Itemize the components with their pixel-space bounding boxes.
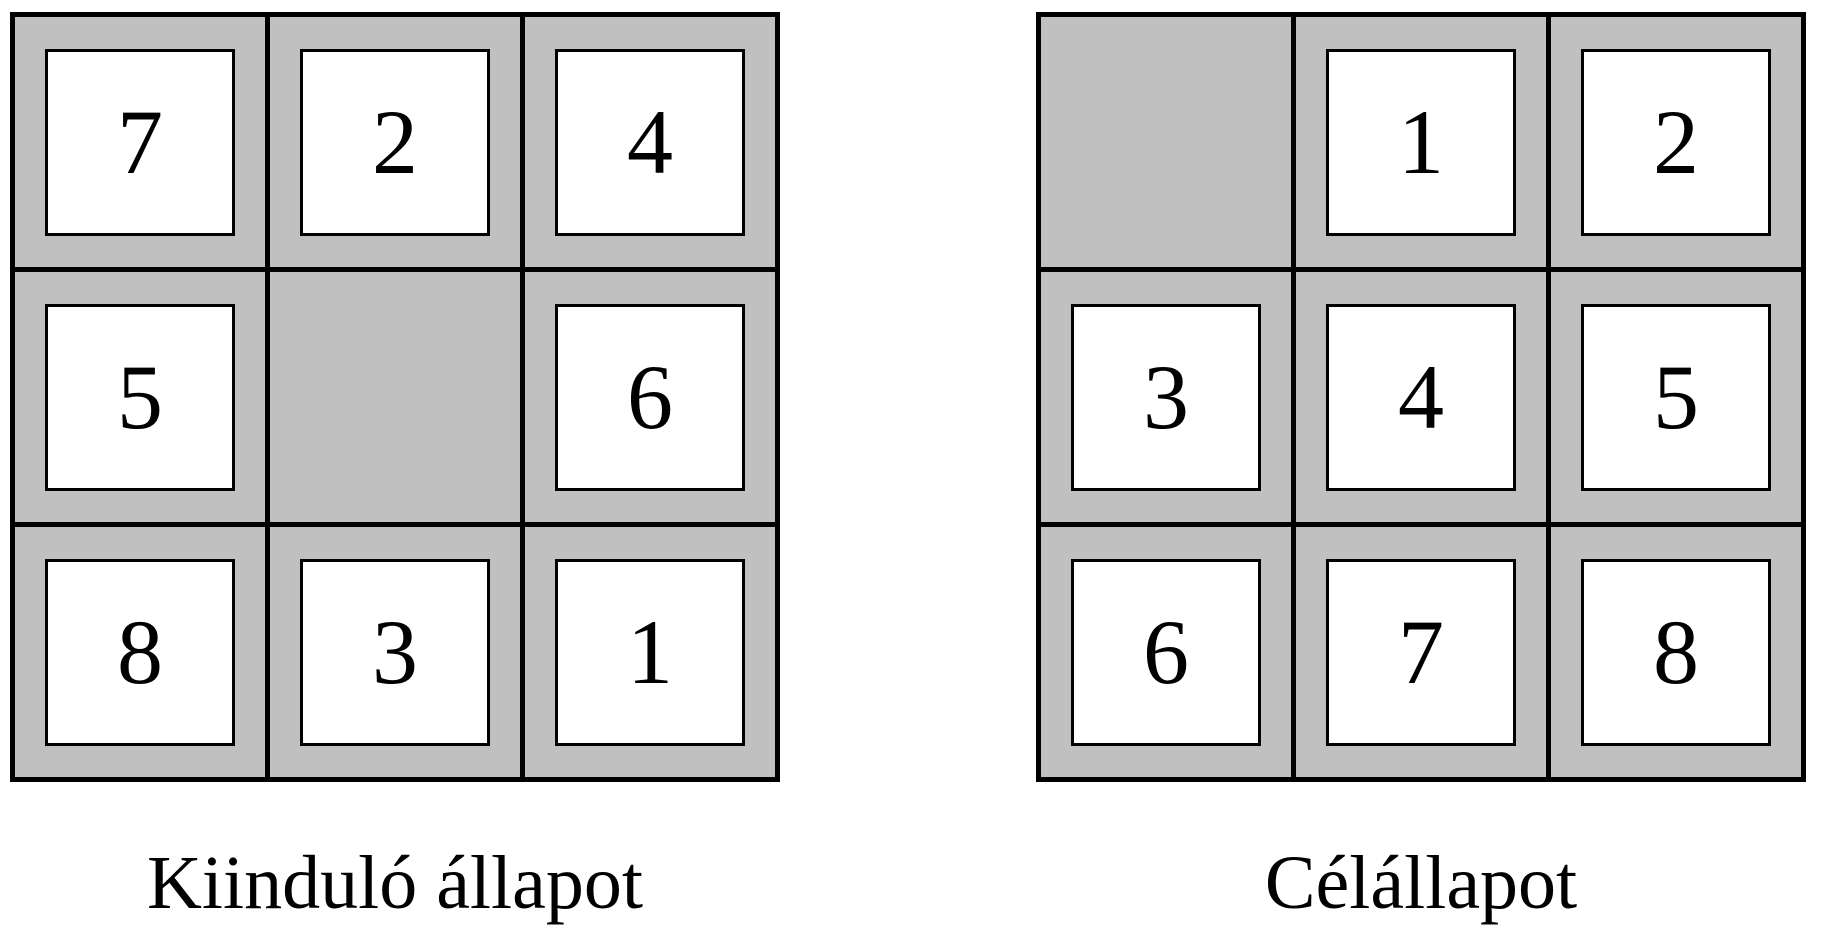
grid-cell: 5	[1551, 272, 1801, 522]
number-tile: 8	[1581, 558, 1771, 746]
number-tile: 5	[45, 303, 235, 491]
number-tile: 7	[1326, 558, 1516, 746]
grid-cell: 6	[1041, 527, 1291, 777]
goal-state-caption: Célállapot	[1264, 841, 1578, 925]
grid-cell: 5	[15, 272, 265, 522]
number-tile: 7	[45, 48, 235, 236]
grid-cell: 3	[1041, 272, 1291, 522]
grid-cell: 6	[525, 272, 775, 522]
grid-cell: 8	[1551, 527, 1801, 777]
grid-cell: 3	[270, 527, 520, 777]
number-tile: 2	[300, 48, 490, 236]
grid-cell: 8	[15, 527, 265, 777]
number-tile: 6	[555, 303, 745, 491]
number-tile: 3	[1071, 303, 1261, 491]
number-tile: 4	[1326, 303, 1516, 491]
number-tile: 1	[1326, 48, 1516, 236]
number-tile: 4	[555, 48, 745, 236]
number-tile: 3	[300, 558, 490, 746]
grid-cell: 4	[525, 17, 775, 267]
grid-cell: 4	[1296, 272, 1546, 522]
grid-cell: 1	[525, 527, 775, 777]
number-tile: 5	[1581, 303, 1771, 491]
empty-cell	[270, 272, 520, 522]
grid-cell: 7	[1296, 527, 1546, 777]
number-tile: 8	[45, 558, 235, 746]
number-tile: 6	[1071, 558, 1261, 746]
grid-cell: 2	[1551, 17, 1801, 267]
empty-cell	[1041, 17, 1291, 267]
grid-cell: 1	[1296, 17, 1546, 267]
initial-state-caption: Kiinduló állapot	[146, 841, 644, 925]
number-tile: 1	[555, 558, 745, 746]
grid-cell: 7	[15, 17, 265, 267]
number-tile: 2	[1581, 48, 1771, 236]
grid-cell: 2	[270, 17, 520, 267]
